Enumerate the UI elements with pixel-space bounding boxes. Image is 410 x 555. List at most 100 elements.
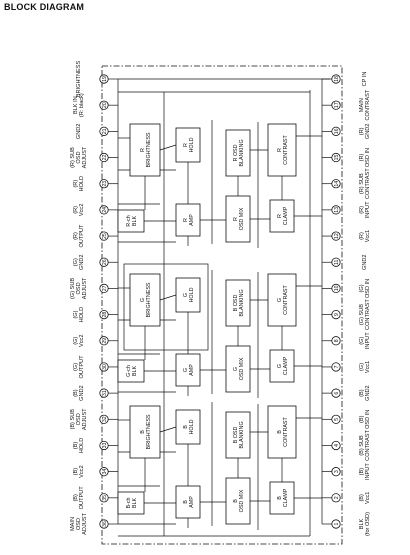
osd-mix-block-1: GOSD MIX xyxy=(225,345,251,393)
pin-circle xyxy=(99,414,109,424)
pin-circle xyxy=(331,440,341,451)
pin-label: (B)HOLD xyxy=(73,438,85,454)
osd-blanking-block-1-label: B OSDBLANKING xyxy=(233,289,245,316)
pin-circle xyxy=(99,257,109,267)
pin-circle xyxy=(331,493,341,503)
pin-label: (G)HOLD xyxy=(73,307,85,323)
pin-label: GND2 xyxy=(76,124,82,140)
clamp-block-1: GCLAMP xyxy=(269,349,295,383)
pin-label: (B)OSD IN xyxy=(359,410,371,429)
osd-mix-block-1-label: GOSD MIX xyxy=(233,357,245,380)
pin-number: 2 xyxy=(334,496,340,499)
pin-29: 29(G)Vcc2 xyxy=(73,335,109,347)
osd-blanking-block-0: R OSDBLANKING xyxy=(225,129,251,177)
pin-26: 26(G)GND2 xyxy=(73,254,109,270)
g-channel-group-box xyxy=(123,263,209,351)
pin-circle xyxy=(99,152,109,163)
pin-label: CP IN xyxy=(362,72,368,87)
pin-15: 15(R)OSD IN xyxy=(331,148,371,167)
pin-number: 28 xyxy=(102,312,108,318)
pin-label: BLK IN(R: black) xyxy=(73,93,85,117)
pin-number: 21 xyxy=(102,128,108,134)
osd-mix-block-2: BOSD MIX xyxy=(225,477,251,525)
pin-label: GND2 xyxy=(362,254,368,270)
pin-label: (R)OUTPUT xyxy=(73,224,85,248)
pin-12: 12 (R)Vcc1 xyxy=(331,230,371,242)
pin-number: 35 xyxy=(102,495,108,501)
amp-block-0-label: RAMP xyxy=(183,214,195,226)
pin-number: 6 xyxy=(334,392,340,395)
pin-17: 17 MAINCONTRAST xyxy=(331,89,371,121)
pin-number: 34 xyxy=(102,469,108,475)
contrast-block-1: GCONTRAST xyxy=(267,273,297,327)
pin-number: 32 xyxy=(102,416,108,422)
pin-label: (B)GND2 xyxy=(359,385,371,401)
pin-24: 24(R)Vcc2 xyxy=(73,204,109,216)
brightness-block-0: RBRIGHTNESS xyxy=(129,123,161,177)
pin-label: MAINCONTRAST xyxy=(359,89,371,120)
hold-block-1-label: GHOLD xyxy=(183,287,195,302)
pin-circle xyxy=(99,126,109,136)
pin-circle xyxy=(331,152,341,163)
pin-label: (R)Vcc2 xyxy=(73,204,85,216)
pin-22: 22(R) SUBOSDADJUST xyxy=(70,146,109,168)
contrast-block-0: RCONTRAST xyxy=(267,123,297,177)
pin-number: 36 xyxy=(102,521,108,527)
pin-circle xyxy=(99,231,109,241)
pin-4: 4(B) SUBCONTRAST xyxy=(331,430,371,461)
pin-number: 29 xyxy=(102,338,108,344)
osd-mix-block-0: ROSD MIX xyxy=(225,195,251,243)
pin-circle xyxy=(331,309,341,320)
pin-label: (R)Vcc1 xyxy=(359,230,371,242)
pin-number: 22 xyxy=(102,155,108,161)
amp-block-1: GAMP xyxy=(175,353,201,387)
clamp-block-2-label: BCLAMP xyxy=(277,488,289,507)
pin-11: 11 GND2 xyxy=(331,254,368,270)
pin-number: 5 xyxy=(334,418,340,421)
pin-circle xyxy=(331,519,341,529)
pin-31: 31(B)GND2 xyxy=(73,385,109,401)
clamp-block-2: BCLAMP xyxy=(269,481,295,515)
pin-5: 5 (B)OSD IN xyxy=(331,410,371,429)
pin-label: (B)Vcc1 xyxy=(359,492,371,504)
hold-block-0: RHOLD xyxy=(175,127,201,163)
pin-label: (G)OSD IN xyxy=(359,279,371,298)
pin-35: 35(B)OUTPUT xyxy=(73,486,109,509)
pin-8: 8(G)INPUT xyxy=(331,332,371,349)
pin-label: (G)INPUT xyxy=(359,332,371,349)
pin-number: 7 xyxy=(334,365,340,368)
clamp-block-1-label: GCLAMP xyxy=(277,356,289,375)
amp-block-2: BAMP xyxy=(175,485,201,519)
brightness-block-2-label: BBRIGHTNESS xyxy=(140,414,152,449)
pin-circle xyxy=(99,467,109,477)
pin-28: 28 (G)HOLD xyxy=(73,307,109,323)
clamp-block-0-label: RCLAMP xyxy=(277,206,289,225)
pin-number: 1 xyxy=(334,522,340,525)
pin-number: 11 xyxy=(334,259,340,264)
pin-circle xyxy=(99,519,109,529)
contrast-block-0-label: RCONTRAST xyxy=(277,134,289,164)
blk-block-1-label: G-chBLK xyxy=(126,365,138,377)
hold-block-2: BHOLD xyxy=(175,409,201,445)
pin-30: 30(G)OUTPUT xyxy=(73,355,109,378)
blk-block-2-label: B-chBLK xyxy=(126,497,138,508)
pin-circle xyxy=(331,126,341,136)
pin-label: (B) SUBCONTRAST xyxy=(359,430,371,461)
pin-label: (R)INPUT xyxy=(359,201,371,218)
pin-number: 19 xyxy=(102,76,108,82)
pin-circle xyxy=(99,493,109,503)
pin-circle xyxy=(99,179,109,189)
clamp-block-0: RCLAMP xyxy=(269,199,295,233)
pin-number: 17 xyxy=(334,102,340,108)
pin-25: 25(R)OUTPUT xyxy=(73,224,109,248)
pin-number: 26 xyxy=(102,259,108,265)
pin-number: 12 xyxy=(334,233,340,239)
pin-label: BRIGHTNESS xyxy=(76,61,82,98)
brightness-block-0-label: RBRIGHTNESS xyxy=(140,132,152,167)
pin-34: 34(B)Vcc2 xyxy=(73,465,109,478)
pin-circle xyxy=(331,100,341,110)
